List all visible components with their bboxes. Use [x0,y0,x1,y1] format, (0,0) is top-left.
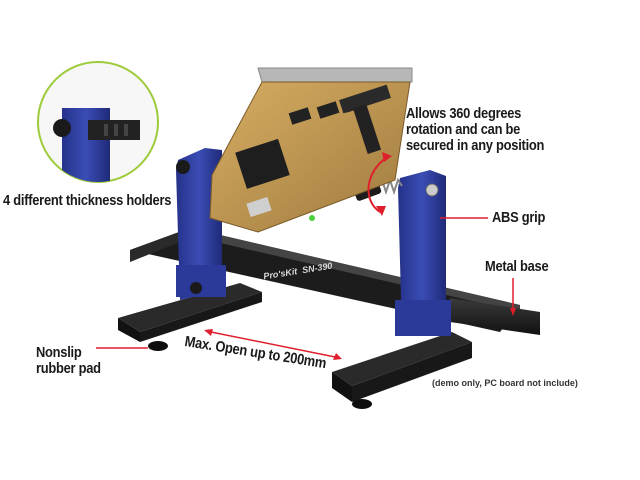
rotation-label: Allows 360 degrees rotation and can be s… [406,105,545,155]
pad-line-2: rubber pad [36,360,101,378]
pad-label: Nonslip rubber pad [36,344,101,378]
right-upright-abs-grip [395,170,451,336]
base-foot-back-right [450,298,540,335]
annotation-arrows [96,152,516,360]
pc-board-demo [209,67,413,233]
grip-label: ABS grip [492,209,546,226]
holders-label: 4 different thickness holders [3,192,172,209]
holder-inset [37,61,159,183]
rotation-line-3: secured in any position [406,137,545,155]
base-foot-right [332,332,472,409]
rotation-line-2: rotation and can be [406,121,521,139]
pad-line-1: Nonslip [36,344,82,361]
left-upright [176,148,226,300]
base-label: Metal base [485,258,549,275]
rotation-line-1: Allows 360 degrees [406,105,522,122]
disclaimer-note: (demo only, PC board not include) [432,378,578,388]
